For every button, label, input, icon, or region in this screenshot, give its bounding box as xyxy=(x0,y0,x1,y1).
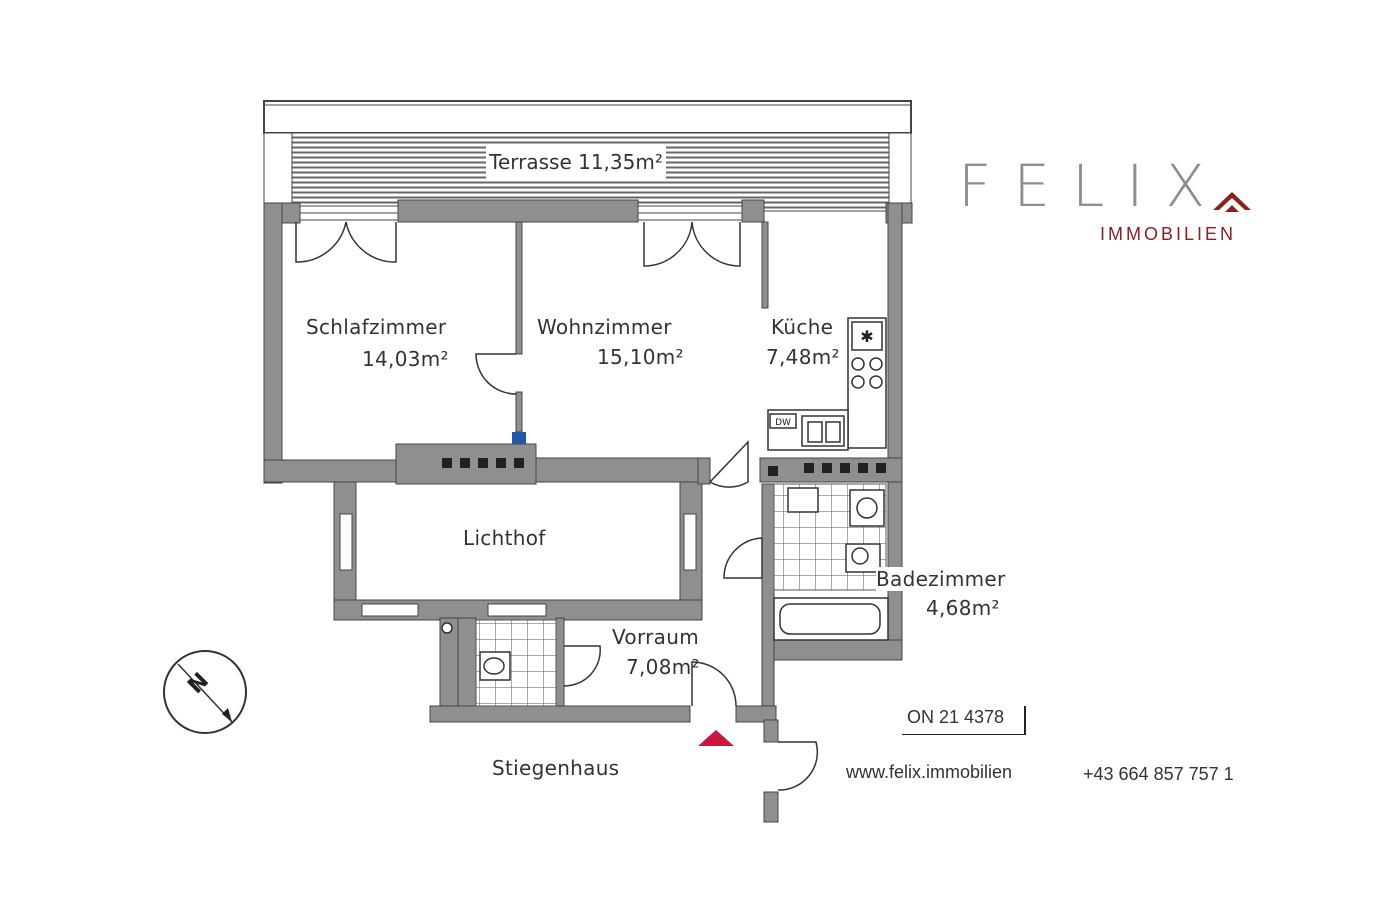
room-area-kueche: 7,48m² xyxy=(766,345,840,369)
entrance-marker xyxy=(698,730,734,746)
room-area-wohnzimmer: 15,10m² xyxy=(597,345,684,369)
phone-number[interactable]: +43 664 857 757 1 xyxy=(1083,764,1234,784)
terrace-label: Terrasse 11,35m² xyxy=(486,145,666,179)
dishwasher-label: DW xyxy=(775,418,791,428)
brand-name: FELIX xyxy=(958,152,1228,220)
room-label-schlafzimmer: Schlafzimmer xyxy=(306,315,447,339)
vent-blocks xyxy=(442,432,886,476)
norm-box xyxy=(902,706,1026,735)
bathroom-fixtures xyxy=(773,483,889,641)
room-label-wohnzimmer: Wohnzimmer xyxy=(537,315,672,339)
room-area-vorraum: 7,08m² xyxy=(626,655,700,679)
room-label-badezimmer: Badezimmer xyxy=(876,567,1006,591)
room-area-schlafzimmer: 14,03m² xyxy=(362,347,449,371)
brand-logo: FELIX IMMOBILIEN xyxy=(958,152,1258,244)
windows xyxy=(299,205,743,617)
room-label-stiegenhaus: Stiegenhaus xyxy=(492,756,620,780)
website-link[interactable]: www.felix.immobilien xyxy=(846,762,1013,782)
doors xyxy=(295,221,819,791)
compass-icon: N xyxy=(163,650,247,734)
kitchen-fixtures: ✱ xyxy=(767,317,887,451)
room-label-kueche: Küche xyxy=(771,315,834,339)
wc xyxy=(441,619,557,707)
brand-mark-icon xyxy=(1213,192,1251,212)
room-label-vorraum: Vorraum xyxy=(612,625,699,649)
walls xyxy=(263,199,913,823)
room-label-lichthof: Lichthof xyxy=(463,526,546,550)
room-area-badezimmer: 4,68m² xyxy=(926,596,1000,620)
brand-subtitle: IMMOBILIEN xyxy=(1100,224,1237,244)
norm-reference: ON 21 4378 xyxy=(907,707,1005,727)
svg-text:✱: ✱ xyxy=(860,327,873,346)
